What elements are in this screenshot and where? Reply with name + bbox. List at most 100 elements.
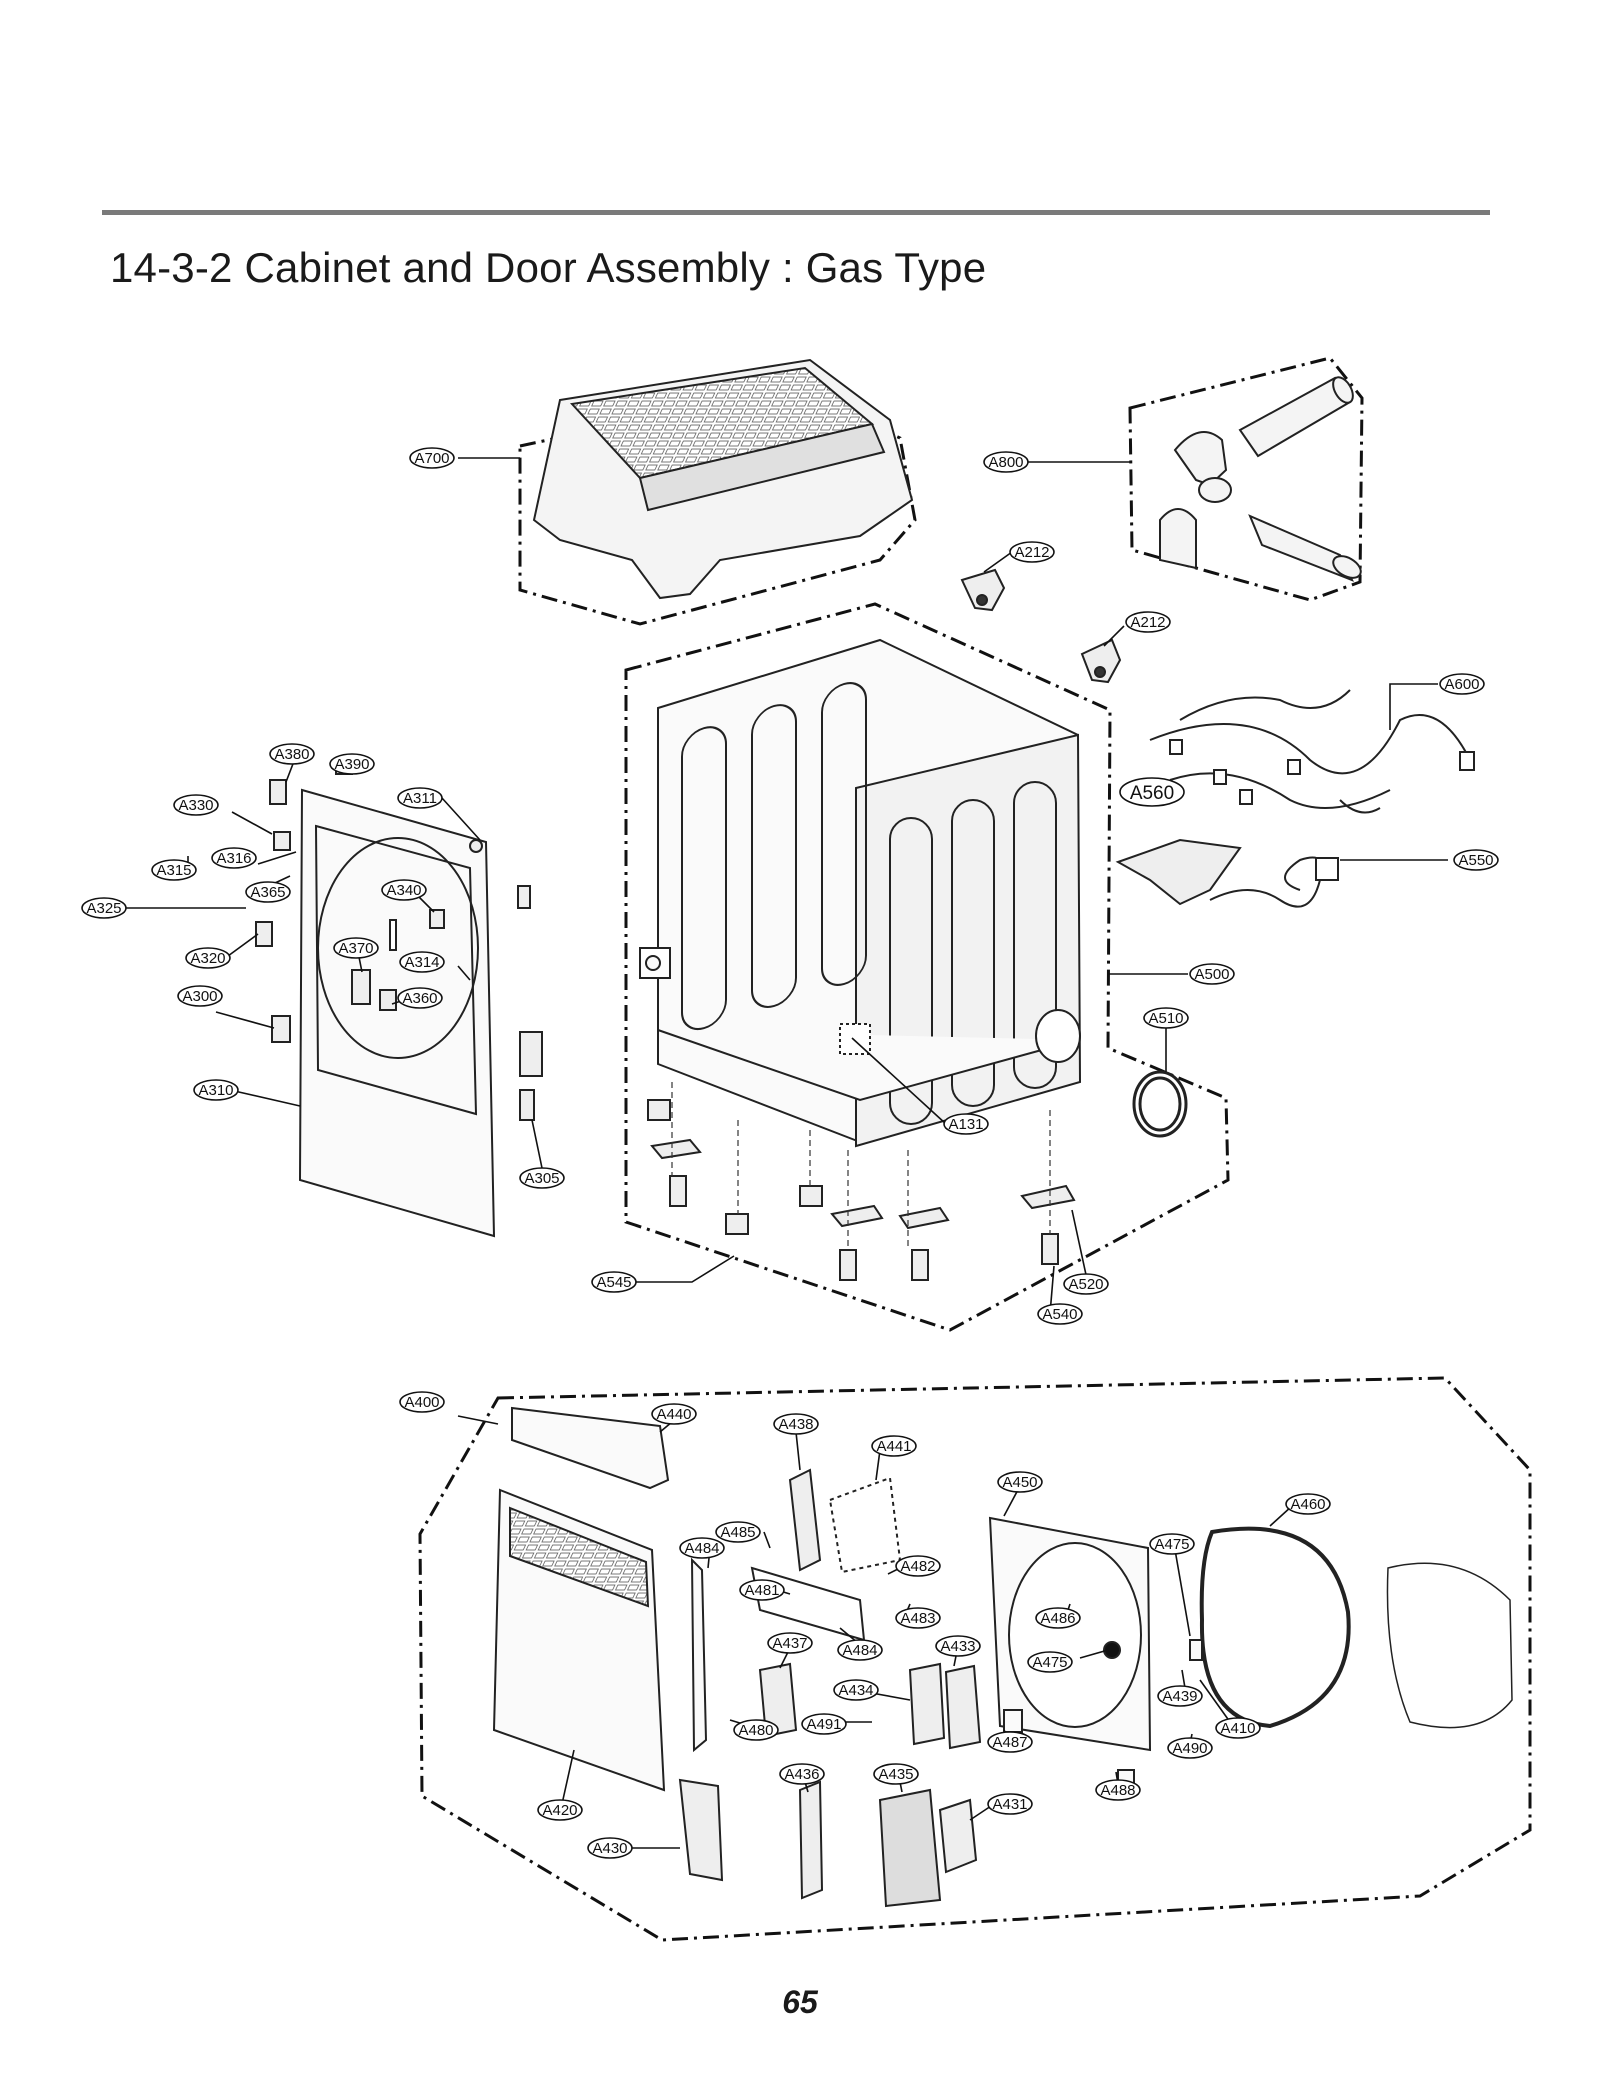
- callout-a500: A500: [1189, 963, 1235, 985]
- top-plate: [532, 358, 914, 600]
- callout-bubble: [173, 794, 219, 816]
- callout-a390: A390: [329, 753, 375, 775]
- callout-a320: A320: [185, 947, 231, 969]
- wire-harness: [1149, 689, 1475, 814]
- callout-text: A487: [992, 1734, 1027, 1751]
- callout-text: A314: [404, 954, 439, 971]
- callout-text: A486: [1040, 1610, 1075, 1627]
- callout-a550: A550: [1453, 849, 1499, 871]
- callout-text: A315: [156, 862, 191, 879]
- callout-bubble: [1149, 1533, 1195, 1555]
- callout-a520: A520: [1063, 1273, 1109, 1295]
- callout-text: A390: [334, 756, 369, 773]
- vent-bracket: [1115, 838, 1242, 906]
- callout-a316: A316: [211, 847, 257, 869]
- callout-bubble: [399, 951, 445, 973]
- callout-text: A440: [656, 1406, 691, 1423]
- callout-a700: A700: [409, 447, 455, 469]
- callout-a510: A510: [1143, 1007, 1189, 1029]
- callout-a370: A370: [333, 937, 379, 959]
- callout-text: A600: [1444, 676, 1479, 693]
- callout-a600: A600: [1439, 673, 1485, 695]
- callout-bubble: [1119, 777, 1185, 807]
- callout-text: A300: [182, 988, 217, 1005]
- header-rule: [102, 210, 1490, 215]
- callout-text: A131: [948, 1116, 983, 1133]
- callout-text: A365: [250, 884, 285, 901]
- callout-a487: A487: [987, 1731, 1033, 1753]
- callout-a480: A480: [733, 1719, 779, 1741]
- callout-bubble: [715, 1521, 761, 1543]
- callout-a212b: A212: [1125, 611, 1171, 633]
- callout-bubble: [537, 1799, 583, 1821]
- callout-bubble: [679, 1537, 725, 1559]
- callout-a300: A300: [177, 985, 223, 1007]
- callout-bubble: [733, 1719, 779, 1741]
- callout-a330: A330: [173, 794, 219, 816]
- callout-text: A484: [842, 1642, 877, 1659]
- callout-text: A441: [876, 1438, 911, 1455]
- callout-bubble: [1095, 1779, 1141, 1801]
- page-number: 65: [782, 1984, 818, 2020]
- callout-text: A434: [838, 1682, 873, 1699]
- callout-bubble: [397, 787, 443, 809]
- callout-text: A212: [1130, 614, 1165, 631]
- callout-bubble: [1143, 1007, 1189, 1029]
- vent-ring: [1132, 1070, 1188, 1138]
- callout-a490: A490: [1167, 1737, 1213, 1759]
- callout-a488: A488: [1095, 1779, 1141, 1801]
- callout-bubble: [1439, 673, 1485, 695]
- callout-text: A430: [592, 1840, 627, 1857]
- callout-bubble: [837, 1639, 883, 1661]
- callout-text: A550: [1458, 852, 1493, 869]
- callout-bubble: [1167, 1737, 1213, 1759]
- callout-text: A488: [1100, 1782, 1135, 1799]
- page-title: 14-3-2 Cabinet and Door Assembly : Gas T…: [110, 244, 987, 291]
- front-panel: [298, 788, 496, 1238]
- callout-a340: A340: [381, 879, 427, 901]
- callout-text: A490: [1172, 1740, 1207, 1757]
- group-boundaries: [418, 356, 1532, 1942]
- callout-text: A450: [1002, 1474, 1037, 1491]
- callout-text: A460: [1290, 1496, 1325, 1513]
- callout-bubble: [739, 1579, 785, 1601]
- callout-bubble: [943, 1113, 989, 1135]
- callout-text: A431: [992, 1796, 1027, 1813]
- callout-a560: A560: [1119, 777, 1185, 807]
- callout-text: A437: [772, 1635, 807, 1652]
- callout-a484a: A484: [679, 1537, 725, 1559]
- callout-text: A310: [198, 1082, 233, 1099]
- callout-text: A370: [338, 940, 373, 957]
- callout-a433: A433: [935, 1635, 981, 1657]
- callout-a484b: A484: [837, 1639, 883, 1661]
- callout-a475b: A475: [1027, 1651, 1073, 1673]
- callout-a441: A441: [871, 1435, 917, 1457]
- callout-a438: A438: [773, 1413, 819, 1435]
- callout-text: A510: [1148, 1010, 1183, 1027]
- callout-text: A420: [542, 1802, 577, 1819]
- callout-text: A330: [178, 797, 213, 814]
- callout-a434: A434: [833, 1679, 879, 1701]
- callout-text: A438: [778, 1416, 813, 1433]
- callout-bubble: [1189, 963, 1235, 985]
- callout-text: A700: [414, 450, 449, 467]
- callout-text: A305: [524, 1170, 559, 1187]
- callout-bubble: [245, 881, 291, 903]
- cabinet-feet: [647, 1099, 1076, 1281]
- callout-text: A212: [1014, 544, 1049, 561]
- callout-a400: A400: [399, 1391, 445, 1413]
- callout-bubble: [381, 879, 427, 901]
- callout-bubble: [935, 1635, 981, 1657]
- callout-a305: A305: [519, 1167, 565, 1189]
- callout-bubble: [399, 1391, 445, 1413]
- callout-text: A316: [216, 850, 251, 867]
- callout-bubble: [151, 859, 197, 881]
- callout-a325: A325: [81, 897, 127, 919]
- callout-text: A325: [86, 900, 121, 917]
- callout-bubble: [1157, 1685, 1203, 1707]
- callout-a131: A131: [943, 1113, 989, 1135]
- callout-bubble: [1453, 849, 1499, 871]
- callout-a360: A360: [397, 987, 443, 1009]
- callout-text: A400: [404, 1394, 439, 1411]
